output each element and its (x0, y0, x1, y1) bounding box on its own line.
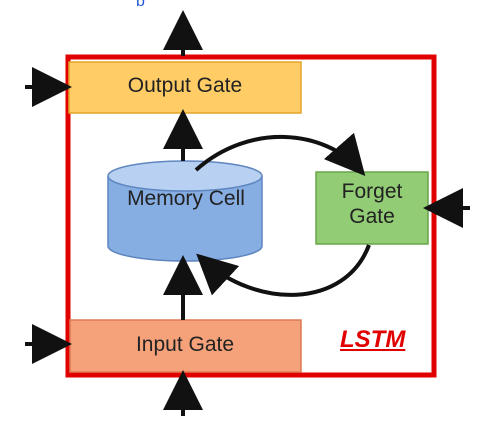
lstm-label: LSTM (340, 326, 406, 353)
forget-gate-box (315, 171, 429, 245)
output-gate-label: Output Gate (127, 74, 243, 97)
memory-cell-cylinder (107, 160, 263, 262)
input-gate-label: Input Gate (135, 333, 235, 356)
forget-to-cell-arrow (196, 244, 371, 297)
cell-to-forget-arrow (194, 132, 366, 177)
memory-cell-label: Memory Cell (127, 187, 245, 210)
forget-gate-label: Forget Gate (341, 180, 403, 229)
arrows (25, 10, 470, 416)
output-gate-box (68, 61, 302, 114)
top-text-fragment: p (136, 0, 156, 6)
